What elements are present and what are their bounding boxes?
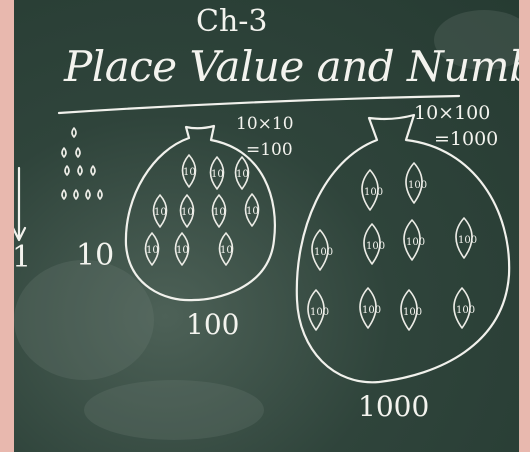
drop-label: 100 [403, 306, 423, 318]
title-underline [57, 94, 461, 115]
drop-label: 10 [146, 244, 159, 256]
small-bag-equation-line1: 10×10 [236, 114, 294, 134]
drop-label: 100 [458, 234, 478, 246]
chalk-smudge [84, 380, 264, 440]
drop-label: 100 [366, 240, 386, 252]
drop-label: 10 [236, 168, 249, 180]
drop-label: 100 [406, 236, 426, 248]
big-bag-equation-line1: 10×100 [414, 102, 491, 124]
page-title: Place Value and Numbers [64, 42, 519, 91]
chalk-smudge [434, 10, 519, 70]
ones-label: 1 [14, 240, 32, 275]
big-bag-outline [295, 113, 511, 384]
drop-label: 100 [456, 304, 476, 316]
small-bag-total: 100 [186, 308, 240, 341]
chalk-smudge [14, 260, 154, 380]
drop-label: 100 [408, 179, 428, 191]
drop-label: 10 [154, 206, 167, 218]
drop-label: 100 [314, 246, 334, 258]
big-bag-total: 1000 [358, 390, 430, 423]
drop-label: 10 [211, 168, 224, 180]
drop-label: 100 [310, 306, 330, 318]
tens-label: 10 [76, 238, 115, 273]
small-bag-equation-line2: =100 [246, 140, 293, 160]
big-bag-equation-line2: =1000 [434, 128, 499, 150]
drop-label: 10 [176, 244, 189, 256]
chalk-drawing [14, 10, 519, 440]
chalkboard: Ch-3 Place Value and Numbers 1 10 10×10 … [14, 0, 519, 452]
ones-drops [61, 127, 103, 200]
drop-label: 10 [181, 206, 194, 218]
down-arrow-icon [14, 166, 27, 242]
drop-label: 100 [362, 304, 382, 316]
small-bag-drops [144, 154, 260, 266]
drop-label: 100 [364, 186, 384, 198]
drop-label: 10 [213, 206, 226, 218]
drop-label: 10 [183, 166, 196, 178]
big-bag-drops [307, 162, 473, 331]
chapter-label: Ch-3 [196, 4, 268, 39]
small-bag-outline [124, 124, 276, 302]
drop-label: 10 [246, 205, 259, 217]
drop-label: 10 [220, 244, 233, 256]
